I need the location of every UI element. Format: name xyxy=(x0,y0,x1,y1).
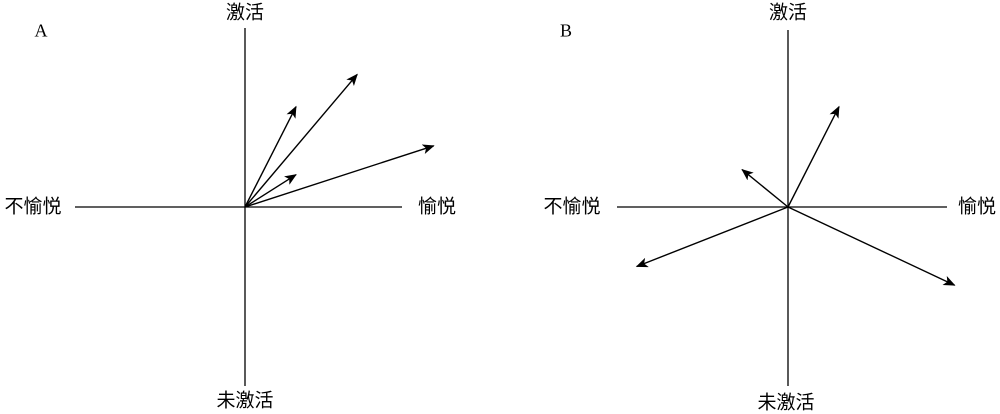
panel-b-label: B xyxy=(559,20,573,41)
panel-b-label-arousal: 激活 xyxy=(768,1,808,24)
panel-b-axes xyxy=(617,30,947,386)
panel-b-label-unpleasant: 不愉悦 xyxy=(543,195,601,218)
panel-a-label-deactivation: 未激活 xyxy=(216,389,274,412)
panel-a-label-pleasant: 愉悦 xyxy=(417,195,457,218)
panel-a-label-unpleasant: 不愉悦 xyxy=(4,195,62,218)
panel-a-arrow-3 xyxy=(244,174,297,208)
panel-b-arrow-1 xyxy=(787,105,840,208)
panel-b-label-pleasant: 愉悦 xyxy=(957,195,997,218)
panel-b-arrow-3 xyxy=(635,206,789,268)
panel-a-axes xyxy=(75,28,402,386)
panel-b-arrow-2 xyxy=(741,168,789,208)
panel-a-label-arousal: 激活 xyxy=(225,1,265,24)
panel-a-label: A xyxy=(34,20,48,41)
panel-a-arrow-1 xyxy=(244,105,297,208)
panel-a-arrow-4 xyxy=(244,144,435,208)
panel-b-label-deactivation: 未激活 xyxy=(757,391,815,414)
panel-a-arrow-2 xyxy=(244,73,358,208)
panel-a-arrows xyxy=(244,73,435,208)
panel-b-arrows xyxy=(635,105,956,286)
panel-b-arrow-4 xyxy=(787,206,956,286)
